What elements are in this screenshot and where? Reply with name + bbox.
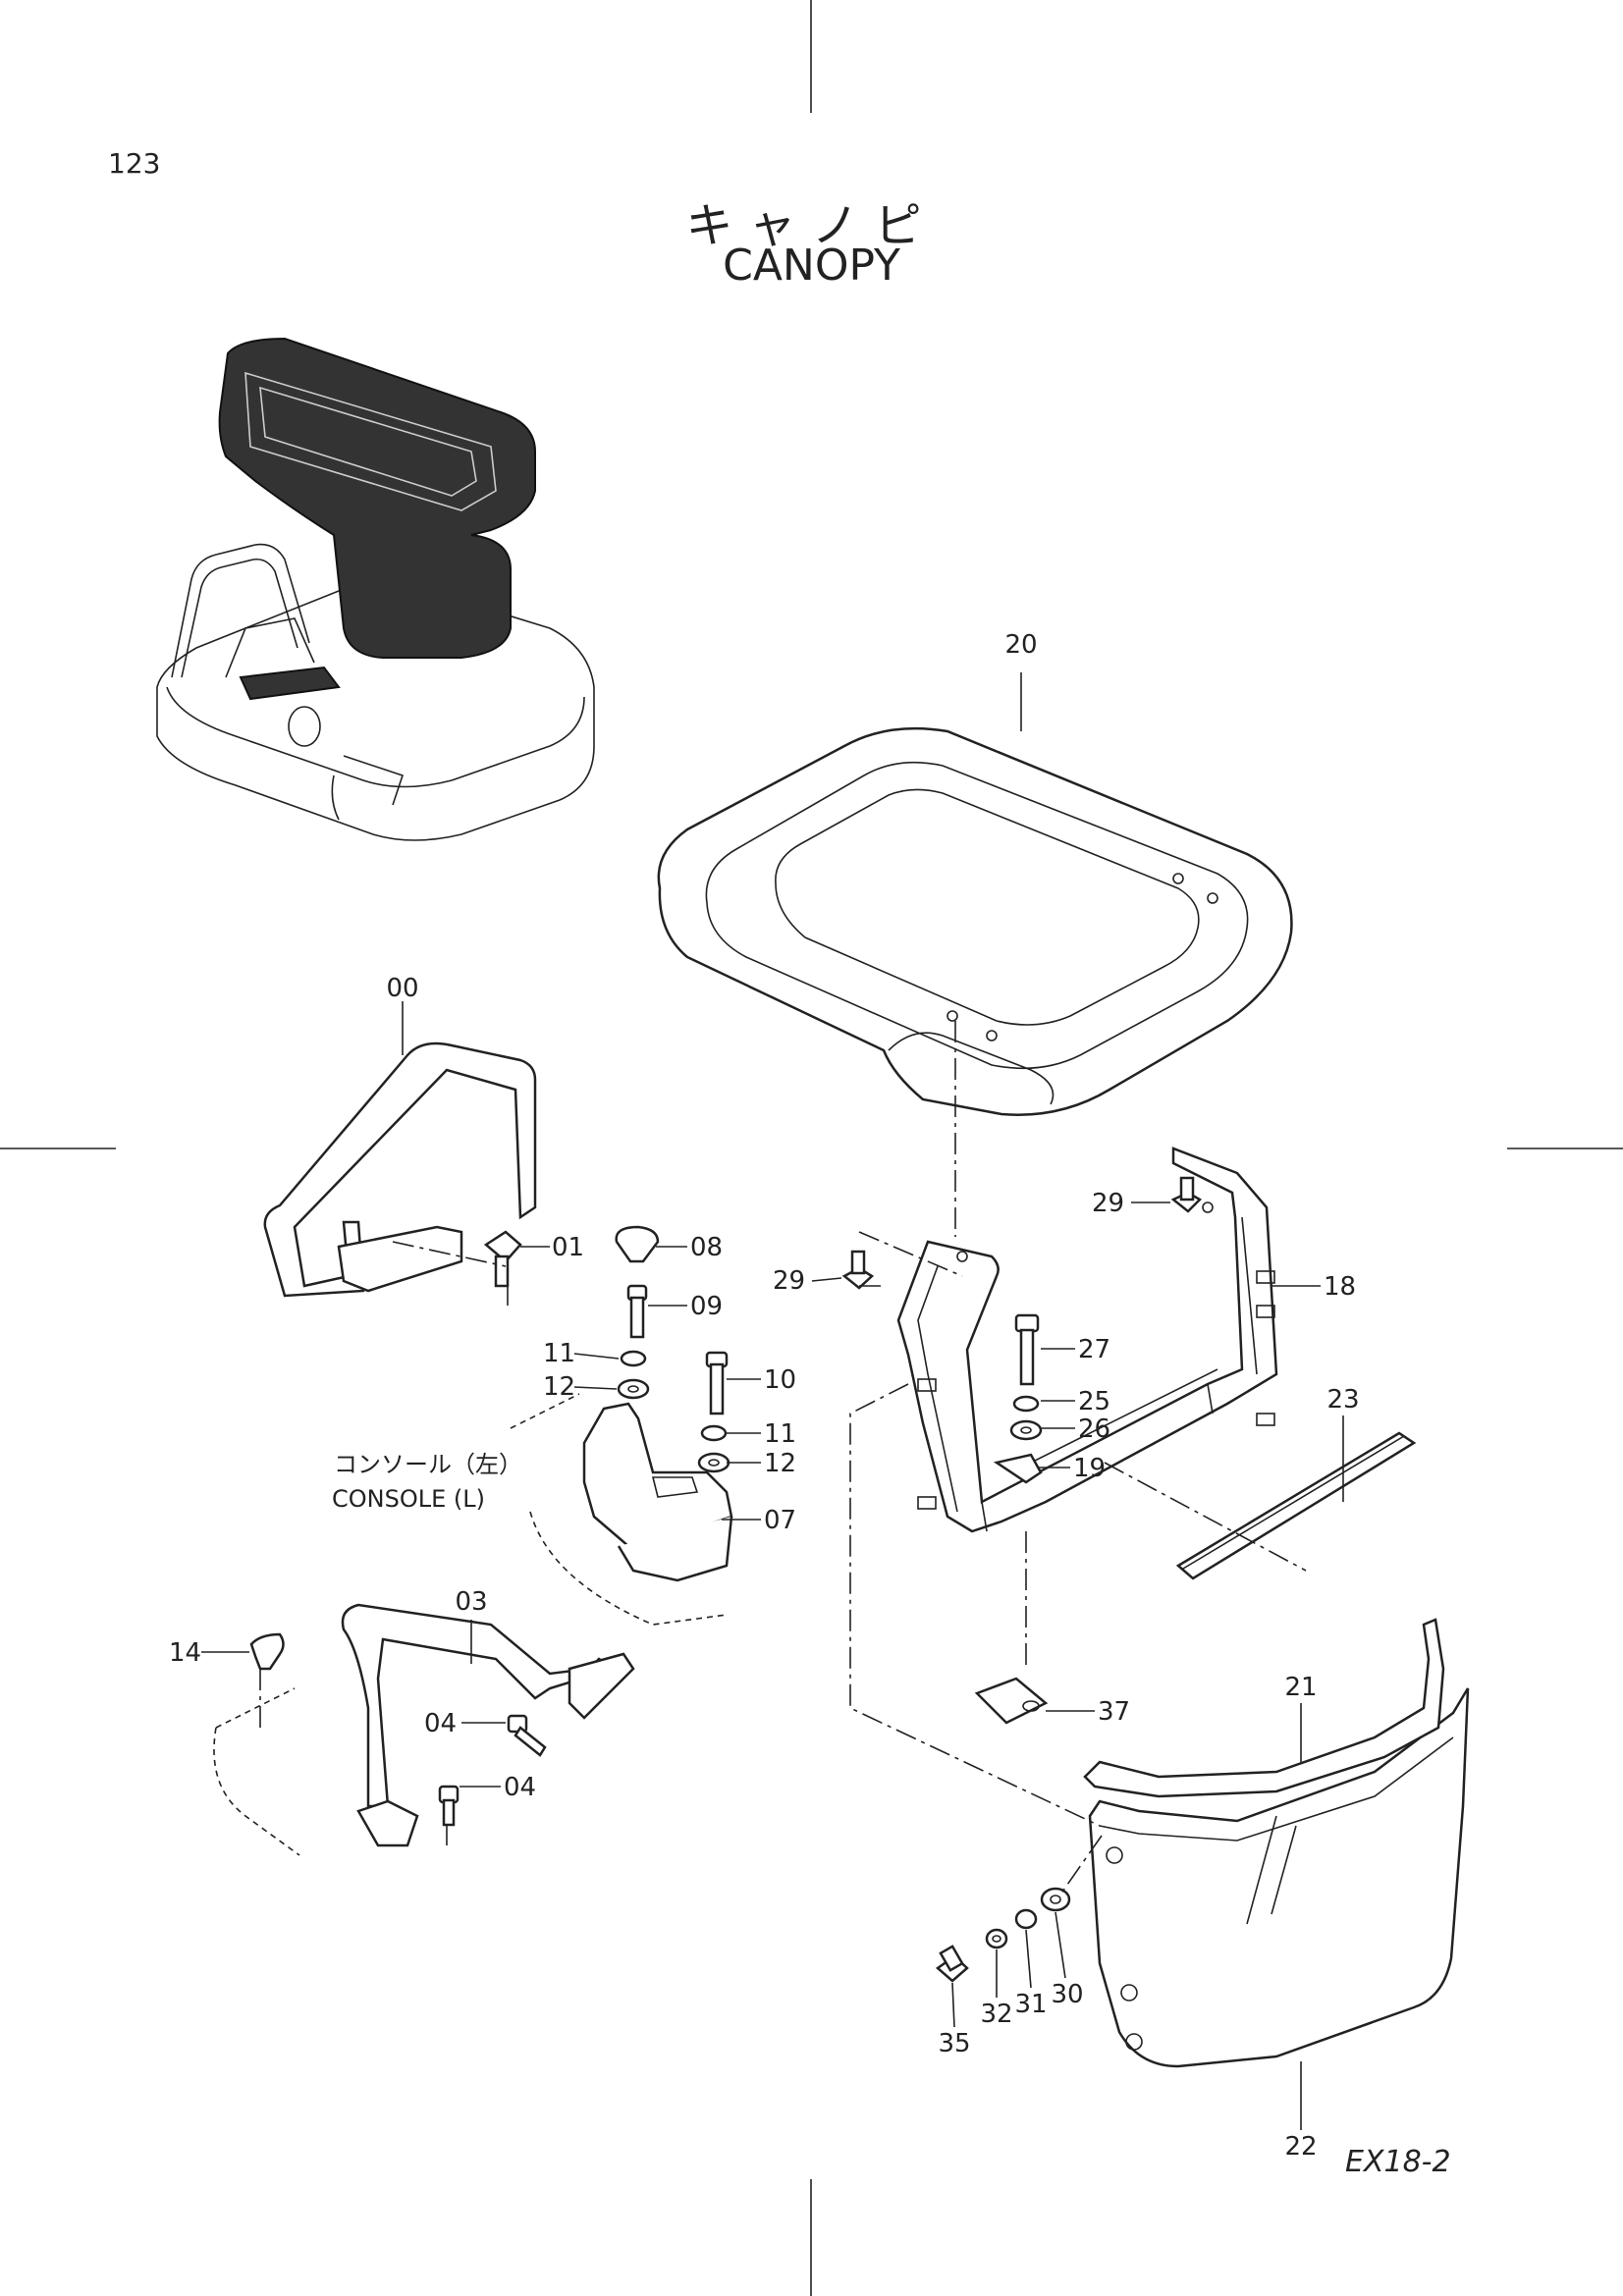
- title-japanese: キャノピ: [685, 198, 938, 253]
- assembly-guide-lines: [259, 1231, 1307, 1896]
- part-22-rear-panel: [1088, 1687, 1470, 2068]
- console-left-outline: [510, 1393, 733, 1626]
- part-18-canopy-frame: [896, 1147, 1278, 1533]
- part-label-11a: 11: [543, 1339, 575, 1368]
- machine-overview-illustration: [156, 337, 595, 841]
- part-label-04b: 04: [504, 1773, 536, 1802]
- part-23-rubber-strip: [1175, 1431, 1417, 1580]
- part-label-29a: 29: [1092, 1189, 1124, 1218]
- part-21-weatherstrip: [1083, 1618, 1445, 1798]
- part-label-27: 27: [1078, 1335, 1110, 1364]
- part-label-03: 03: [455, 1587, 487, 1617]
- part-label-11b: 11: [764, 1419, 796, 1449]
- part-label-10: 10: [764, 1365, 796, 1395]
- part-label-20: 20: [1004, 630, 1037, 660]
- console-label-english: CONSOLE (L): [332, 1485, 485, 1513]
- part-20-canopy-roof: [657, 726, 1293, 1116]
- part-label-31: 31: [1014, 1990, 1047, 2019]
- part-label-01: 01: [552, 1233, 584, 1262]
- part-label-14: 14: [169, 1638, 201, 1668]
- part-label-22: 22: [1284, 2132, 1317, 2162]
- title-english: CANOPY: [723, 240, 900, 291]
- part-label-32: 32: [980, 2000, 1012, 2029]
- part-00-handrail: [263, 1041, 537, 1298]
- part-label-08: 08: [690, 1233, 723, 1262]
- console-label-japanese: コンソール（左）: [334, 1451, 522, 1478]
- part-label-21: 21: [1284, 1673, 1317, 1702]
- part-label-04a: 04: [424, 1709, 457, 1738]
- part-label-35: 35: [938, 2029, 970, 2058]
- part-label-30: 30: [1051, 1980, 1083, 2009]
- leader-lines: [201, 672, 1344, 2130]
- part-label-25: 25: [1078, 1387, 1110, 1416]
- part-label-37: 37: [1098, 1697, 1130, 1727]
- part-label-26: 26: [1078, 1415, 1110, 1444]
- part-label-12b: 12: [764, 1449, 796, 1478]
- part-label-00: 00: [386, 974, 418, 1003]
- part-label-29b: 29: [773, 1266, 805, 1296]
- part-label-18: 18: [1324, 1272, 1356, 1302]
- model-code: EX18-2: [1345, 2145, 1451, 2179]
- part-label-07: 07: [764, 1506, 796, 1535]
- fastener-icons: [249, 1176, 1203, 1983]
- part-label-19: 19: [1073, 1454, 1106, 1483]
- part-label-12a: 12: [543, 1372, 575, 1402]
- console-left-edge: [213, 1687, 300, 1856]
- part-03-handrail: [341, 1603, 635, 1847]
- page-number: 123: [108, 147, 161, 180]
- part-label-09: 09: [690, 1292, 723, 1321]
- part-number-labels: 20 00 01 08 09 11 12 10 11 12 07 29 29 1…: [169, 630, 1360, 2162]
- part-label-23: 23: [1326, 1385, 1359, 1415]
